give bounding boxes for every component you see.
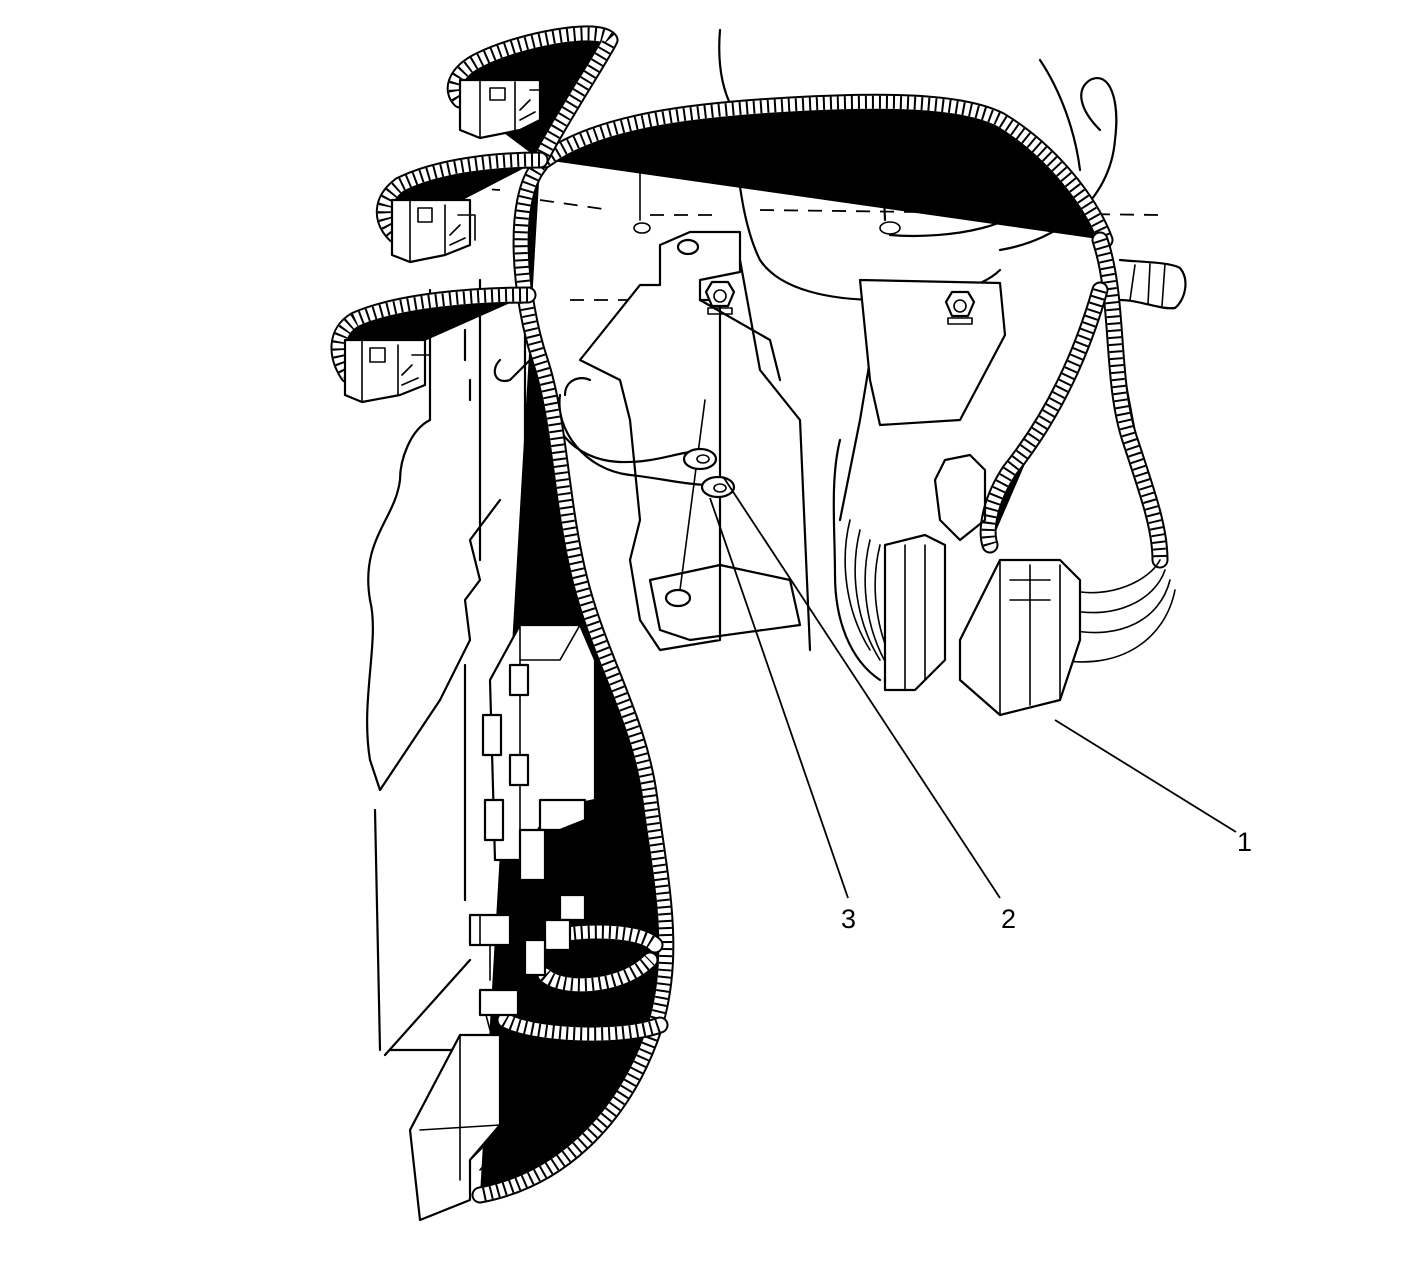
left-trim-panel [366,278,532,1057]
callout-leader-1 [1054,719,1237,833]
wire-bundle-right [832,438,1176,682]
connector-top-left-3 [343,338,431,404]
callout-leader-2 [723,477,1001,899]
harness-extension-right [1118,258,1187,310]
callout-number-1: 1 [1237,827,1253,857]
connector-top-left-2 [390,198,476,264]
ground-eyelet-upper [682,447,718,471]
connector-top-left-1 [458,78,549,140]
small-connectors [468,829,587,1031]
bolt-right [944,290,976,325]
connector-main-right [933,453,1082,717]
bolt-left [704,280,736,315]
connector-bottom-left [408,1033,521,1222]
callout-number-3: 3 [841,904,857,934]
callout-leader-3 [709,497,849,899]
callout-number-2: 2 [1001,904,1017,934]
relay-block [481,623,597,882]
connector-inline-right [883,533,947,692]
